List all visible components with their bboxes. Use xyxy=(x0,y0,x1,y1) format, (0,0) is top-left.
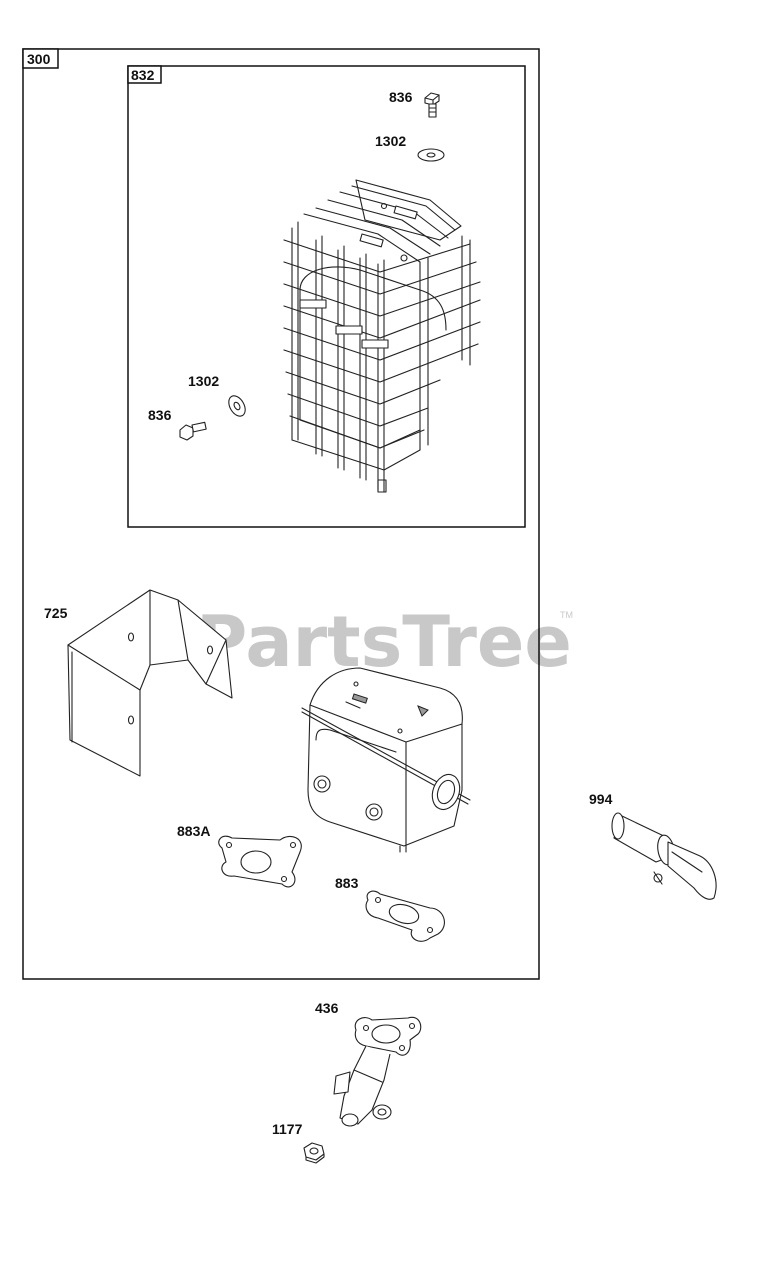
callout-883A[interactable]: 883A xyxy=(177,823,210,839)
nut-part xyxy=(303,1142,325,1164)
heat-shield-part xyxy=(67,589,233,777)
trademark-mark: TM xyxy=(560,610,573,620)
partstree-watermark: PartsTree xyxy=(196,601,572,683)
screw-top-part xyxy=(424,92,440,118)
assembly-label-832[interactable]: 832 xyxy=(131,67,155,83)
spark-arrester-part xyxy=(611,812,717,900)
screw-left-part xyxy=(179,421,207,441)
gasket-883-part xyxy=(365,890,445,942)
exhaust-manifold-part xyxy=(333,1016,422,1127)
callout-725[interactable]: 725 xyxy=(44,605,68,621)
callout-1177[interactable]: 1177 xyxy=(272,1121,303,1137)
callout-836-top[interactable]: 836 xyxy=(389,89,413,105)
muffler-guard-cage xyxy=(283,179,481,493)
assembly-box-832: 832 xyxy=(127,65,526,528)
gasket-883A-part xyxy=(218,835,302,888)
callout-1302-top[interactable]: 1302 xyxy=(375,133,406,149)
assembly-box-300: 300 xyxy=(22,48,540,980)
callout-836-left[interactable]: 836 xyxy=(148,407,172,423)
muffler-part xyxy=(301,667,471,853)
callout-994[interactable]: 994 xyxy=(589,791,613,807)
washer-top-part xyxy=(417,148,445,162)
assembly-label-300[interactable]: 300 xyxy=(27,51,51,67)
washer-left-part xyxy=(228,395,246,417)
callout-883[interactable]: 883 xyxy=(335,875,359,891)
callout-436[interactable]: 436 xyxy=(315,1000,339,1016)
callout-1302-left[interactable]: 1302 xyxy=(188,373,219,389)
